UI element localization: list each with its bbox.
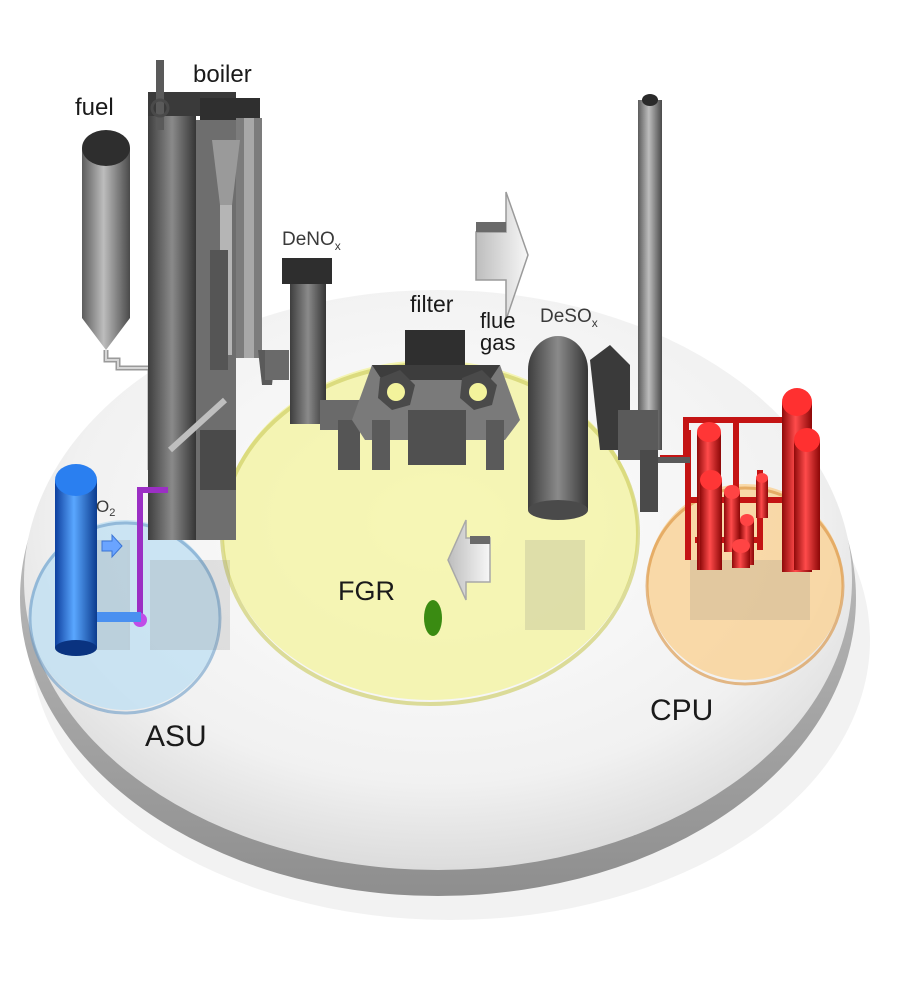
stack bbox=[618, 94, 662, 512]
fgr-arrow bbox=[447, 519, 491, 601]
desox-label: DeSOx bbox=[540, 306, 598, 330]
boiler bbox=[148, 60, 289, 540]
filter-unit bbox=[352, 330, 520, 470]
filter-label: filter bbox=[410, 291, 454, 317]
fuel-silo bbox=[82, 130, 153, 470]
fuel-label: fuel bbox=[75, 94, 114, 121]
desox-label-main: DeSO bbox=[540, 306, 592, 327]
o2-label-main: O bbox=[96, 497, 109, 516]
boiler-label: boiler bbox=[193, 61, 252, 88]
recycle-pipes bbox=[140, 455, 613, 622]
o2-label: O2 bbox=[96, 497, 115, 519]
cpu-tanks bbox=[660, 388, 820, 572]
asu-label: ASU bbox=[145, 720, 207, 753]
denox-label: DeNOx bbox=[282, 229, 341, 253]
fgr-fan bbox=[424, 600, 442, 636]
denox-label-sub: x bbox=[335, 239, 341, 253]
o2-label-sub: 2 bbox=[109, 507, 115, 519]
o2-arrow bbox=[101, 533, 123, 559]
cpu-zone-edge bbox=[645, 486, 845, 686]
cpu-label: CPU bbox=[650, 694, 713, 727]
flue-gas-arrow bbox=[475, 191, 529, 321]
flue-gas-label-line1: flue bbox=[480, 308, 515, 333]
fgr-label: FGR bbox=[338, 576, 395, 606]
desox-label-sub: x bbox=[592, 316, 598, 330]
denox-label-main: DeNO bbox=[282, 229, 335, 250]
flue-gas-label-line2: gas bbox=[480, 330, 515, 355]
asu-tank bbox=[55, 464, 141, 656]
oxygen-pipe bbox=[137, 487, 168, 618]
